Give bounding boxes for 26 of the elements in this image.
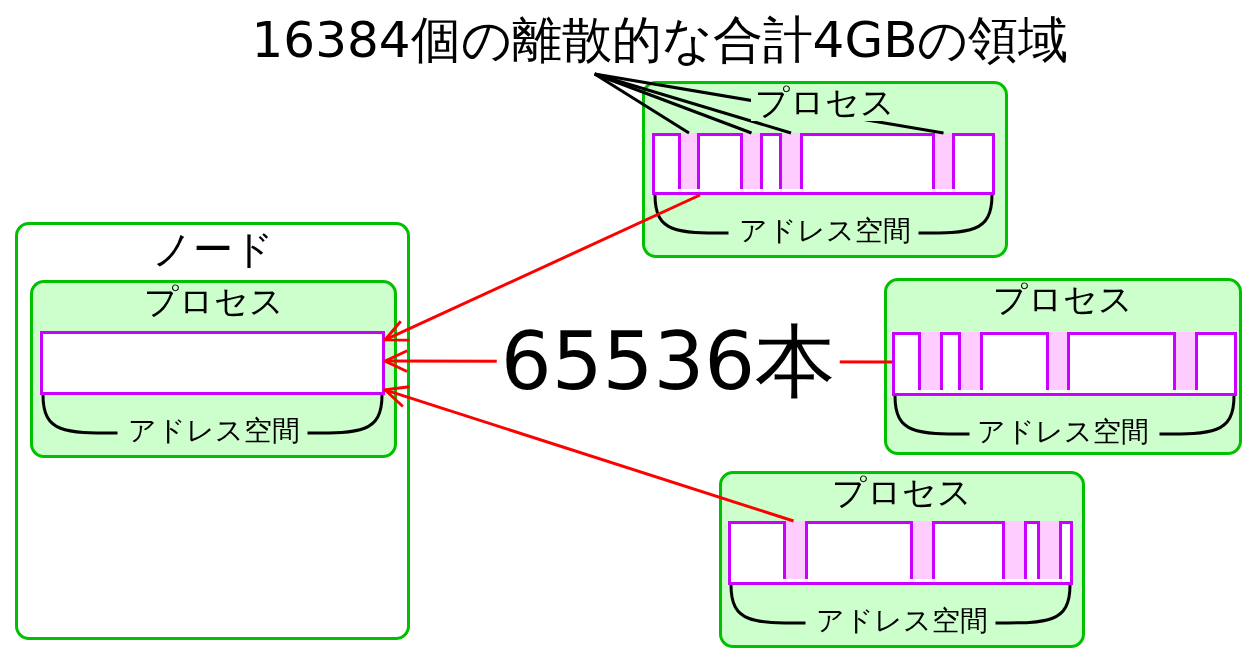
- process-box: [30, 280, 397, 458]
- memory-region: [779, 133, 803, 189]
- memory-region: [678, 133, 700, 189]
- memory-region: [1173, 332, 1198, 390]
- annotation-text: 16384個の離散的な合計4GBの領域: [165, 6, 1155, 74]
- memory-region: [958, 332, 983, 390]
- memory-region: [740, 133, 763, 189]
- memory-region: [1037, 521, 1062, 579]
- memory-region: [1046, 332, 1070, 390]
- address-bar: [728, 521, 1073, 585]
- process-box: [884, 278, 1242, 455]
- leader-line: [594, 72, 792, 135]
- arrow: [383, 385, 794, 523]
- address-bar: [40, 331, 385, 395]
- process-box: [719, 471, 1085, 648]
- memory-region: [910, 521, 935, 579]
- edge-label: 65536本: [496, 322, 840, 402]
- process-box: [642, 81, 1008, 258]
- node-box: [15, 222, 410, 640]
- memory-region: [918, 332, 943, 390]
- memory-region: [783, 521, 808, 579]
- memory-region: [1002, 521, 1027, 579]
- arrow: [383, 193, 701, 342]
- address-bar: [652, 133, 995, 195]
- address-bar: [892, 332, 1237, 396]
- memory-region: [932, 133, 955, 189]
